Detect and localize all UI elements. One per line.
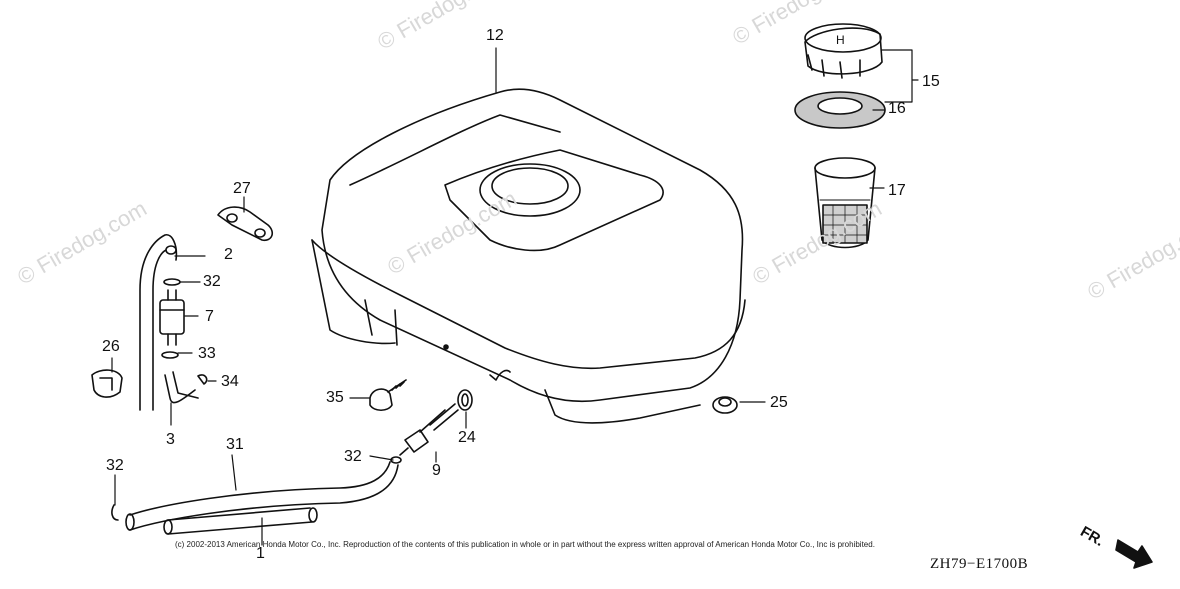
part-label-34[interactable]: 34 (221, 373, 239, 390)
part-label-3[interactable]: 3 (166, 431, 175, 448)
fuel-cap[interactable]: H (804, 23, 883, 79)
fuel-bolt[interactable] (369, 379, 407, 412)
part-label-32[interactable]: 32 (344, 448, 362, 465)
part-label-1[interactable]: 1 (256, 545, 265, 562)
hose-clip-33[interactable] (161, 351, 179, 359)
part-label-25[interactable]: 25 (770, 394, 788, 411)
part-label-7[interactable]: 7 (205, 308, 214, 325)
part-label-12[interactable]: 12 (486, 27, 504, 44)
front-arrow-icon (1115, 539, 1153, 569)
sealing-washer[interactable] (457, 389, 473, 411)
fuel-valve[interactable] (399, 403, 459, 456)
hose-3[interactable] (164, 371, 199, 404)
part-label-32[interactable]: 32 (203, 273, 221, 290)
fuel-strainer[interactable] (814, 157, 876, 249)
cap-gasket[interactable] (794, 91, 886, 129)
part-label-35[interactable]: 35 (326, 389, 344, 406)
part-label-33[interactable]: 33 (198, 345, 216, 362)
part-label-17[interactable]: 17 (888, 182, 906, 199)
hose-2[interactable] (139, 234, 178, 411)
fuel-tank[interactable] (311, 88, 746, 424)
part-label-27[interactable]: 27 (233, 180, 251, 197)
svg-text:H: H (836, 33, 845, 47)
part-label-26[interactable]: 26 (102, 338, 120, 355)
clip-left[interactable] (111, 504, 119, 521)
hose-clip-34[interactable] (197, 374, 208, 385)
part-label-32[interactable]: 32 (106, 457, 124, 474)
fuel-filter[interactable] (159, 289, 185, 346)
copyright-notice: (c) 2002-2013 American Honda Motor Co., … (175, 540, 875, 549)
part-label-15[interactable]: 15 (922, 73, 940, 90)
part-label-2[interactable]: 2 (224, 246, 233, 263)
hose-clamp[interactable] (91, 369, 123, 398)
hose-1[interactable] (163, 507, 318, 535)
drain-bolt[interactable] (712, 396, 738, 414)
part-label-31[interactable]: 31 (226, 436, 244, 453)
hose-31[interactable] (125, 461, 399, 531)
part-label-16[interactable]: 16 (888, 100, 906, 117)
part-label-24[interactable]: 24 (458, 429, 476, 446)
hose-holder[interactable] (217, 206, 274, 242)
part-label-9[interactable]: 9 (432, 462, 441, 479)
hose-clip[interactable] (163, 278, 181, 286)
diagram-code: ZH79−E1700B (930, 556, 1029, 572)
